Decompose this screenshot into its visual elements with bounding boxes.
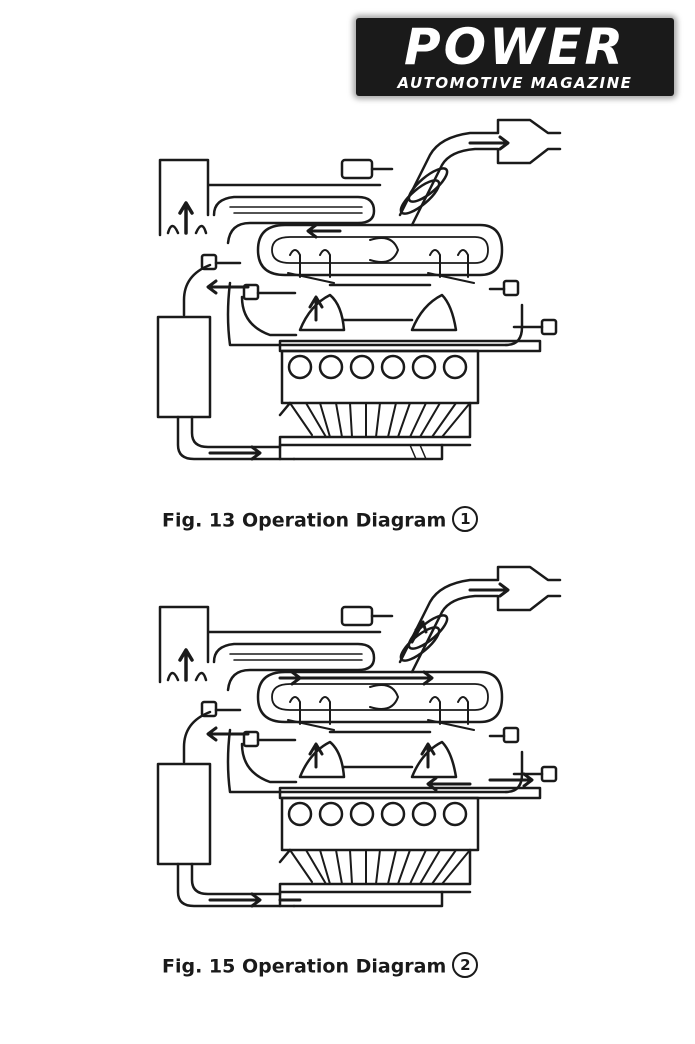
air-filter bbox=[158, 605, 382, 684]
sensor bbox=[540, 765, 558, 783]
operation-diagram-2 bbox=[130, 562, 590, 922]
intake-duct bbox=[398, 118, 562, 227]
flow-arrow bbox=[468, 582, 510, 598]
flow-arrow bbox=[278, 670, 434, 686]
intake-duct bbox=[398, 565, 562, 674]
sensor bbox=[502, 279, 520, 297]
sensor bbox=[502, 726, 520, 744]
intercooler bbox=[156, 762, 212, 866]
ic-bottom-pipe bbox=[176, 415, 296, 461]
sensor bbox=[340, 605, 374, 627]
ic-pipe bbox=[182, 710, 508, 794]
caption-text: Fig. 15 Operation Diagram bbox=[162, 955, 447, 978]
flow-arrow bbox=[468, 135, 510, 151]
air-filter bbox=[158, 158, 382, 237]
manifold-loop bbox=[256, 670, 504, 724]
flow-arrow bbox=[488, 772, 534, 788]
magazine-logo: POWER AUTOMOTIVE MAGAZINE bbox=[356, 18, 674, 96]
pipe-top bbox=[212, 195, 376, 245]
logo-title: POWER bbox=[404, 18, 626, 76]
turbo-2 bbox=[410, 740, 458, 779]
caption-text: Fig. 13 Operation Diagram bbox=[162, 509, 447, 532]
ic-bottom-pipe bbox=[176, 862, 296, 908]
pipe-top bbox=[212, 642, 376, 692]
operation-diagram-1 bbox=[130, 115, 590, 475]
cylinder-bores bbox=[287, 801, 468, 827]
runners bbox=[289, 402, 471, 438]
runners bbox=[289, 849, 471, 885]
circled-number: 2 bbox=[452, 952, 479, 978]
sensor bbox=[340, 158, 374, 180]
ic-pipe bbox=[182, 263, 508, 347]
manifold-loop bbox=[256, 223, 504, 277]
flow-arrow bbox=[178, 648, 194, 682]
intercooler bbox=[156, 315, 212, 419]
sensor bbox=[540, 318, 558, 336]
cylinder-bores bbox=[287, 354, 468, 380]
logo-subtitle: AUTOMOTIVE MAGAZINE bbox=[397, 74, 633, 92]
flow-arrow bbox=[178, 201, 194, 235]
turbo-1 bbox=[298, 293, 346, 332]
flow-arrow bbox=[208, 445, 262, 461]
flow-arrow bbox=[208, 892, 262, 908]
circled-number: 1 bbox=[452, 506, 479, 532]
flow-arrow bbox=[306, 223, 342, 239]
turbo-2 bbox=[410, 293, 458, 332]
turbo-1 bbox=[298, 740, 346, 779]
